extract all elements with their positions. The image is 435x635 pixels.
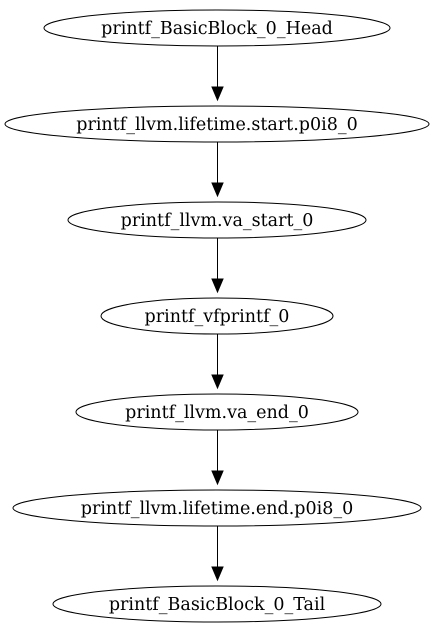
node-vfprintf: printf_vfprintf_0 [100, 297, 334, 335]
edge-n3-n4 [211, 334, 224, 390]
node-lifetime-start: printf_llvm.lifetime.start.p0i8_0 [4, 105, 430, 143]
node-label: printf_llvm.va_end_0 [125, 403, 309, 423]
node-label: printf_llvm.lifetime.start.p0i8_0 [76, 115, 357, 135]
node-label: printf_llvm.lifetime.end.p0i8_0 [81, 499, 353, 519]
node-lifetime-end: printf_llvm.lifetime.end.p0i8_0 [12, 489, 422, 527]
node-label: printf_llvm.va_start_0 [121, 211, 314, 231]
node-label: printf_BasicBlock_0_Head [101, 19, 333, 39]
node-label: printf_BasicBlock_0_Tail [109, 595, 326, 615]
node-va-start: printf_llvm.va_start_0 [67, 201, 367, 239]
edge-n5-n6 [211, 526, 224, 582]
node-basicblock-tail: printf_BasicBlock_0_Tail [52, 585, 382, 623]
edge-n1-n2 [211, 142, 224, 198]
edge-n4-n5 [211, 430, 224, 486]
edge-n0-n1 [211, 46, 224, 102]
node-basicblock-head: printf_BasicBlock_0_Head [43, 9, 391, 47]
node-label: printf_vfprintf_0 [145, 307, 290, 327]
node-va-end: printf_llvm.va_end_0 [75, 393, 359, 431]
edge-n2-n3 [211, 238, 224, 294]
